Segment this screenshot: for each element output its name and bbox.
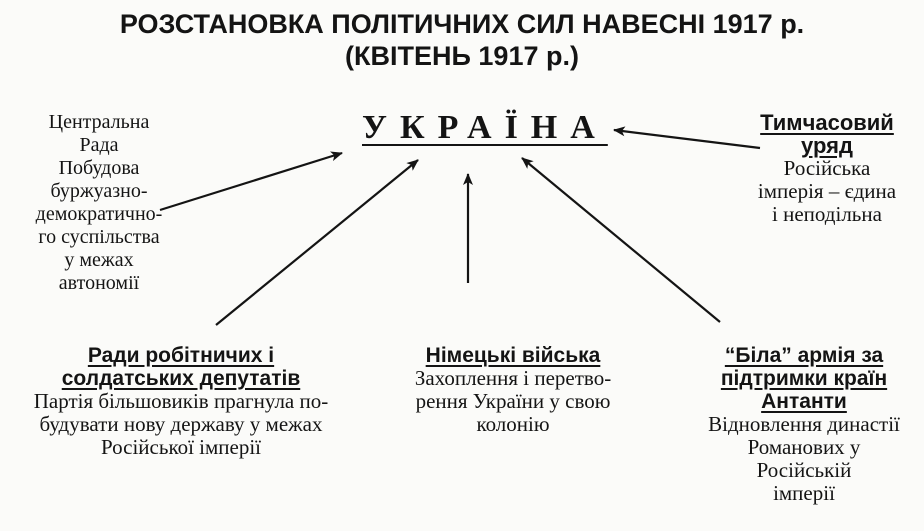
white-heading-line: “Біла” армія за xyxy=(724,344,884,367)
center-node-ukraine: УКРАЇНА xyxy=(362,109,608,146)
arrow-rada-to-ukraine xyxy=(159,151,343,212)
node-central-rada: Центральна Рада Побудова буржуазно- демо… xyxy=(8,111,190,295)
soviets-heading-line: солдатських депутатів xyxy=(61,367,301,390)
german-line: Захоплення і перетво- xyxy=(414,366,612,390)
rada-line: демократично- xyxy=(35,203,163,225)
diagram-title-line2: (КВІТЕНЬ 1917 р.) xyxy=(345,41,579,71)
uryad-line: і неподільна xyxy=(772,202,882,226)
white-heading-line: підтримки країн xyxy=(720,367,888,390)
rada-line: Побудова xyxy=(58,157,140,179)
node-soviets: Ради робітничих і солдатських депутатів … xyxy=(4,344,358,459)
german-heading-line: Німецькі війська xyxy=(425,344,601,367)
rada-line: автономії xyxy=(58,272,140,294)
node-white-army: “Біла” армія за підтримки країн Антанти … xyxy=(688,344,920,505)
diagram-title-line1: РОЗСТАНОВКА ПОЛІТИЧНИХ СИЛ НАВЕСНІ 1917 … xyxy=(119,9,805,39)
uryad-heading-line: Тимчасовий xyxy=(760,110,894,135)
rada-line: го суспільства xyxy=(38,226,160,248)
arrow-uryad-to-ukraine xyxy=(613,126,761,150)
white-heading-line: Антанти xyxy=(761,390,847,413)
soviets-line: Партія більшовиків прагнула по- xyxy=(33,389,329,413)
soviets-heading-line: Ради робітничих і xyxy=(87,344,275,367)
rada-line: Центральна xyxy=(48,111,150,133)
node-german-troops: Німецькі війська Захоплення і перетво- р… xyxy=(390,344,636,436)
rada-line: у межах xyxy=(64,249,134,271)
white-line: Романових у xyxy=(747,435,861,459)
white-heading: “Біла” армія за підтримки країн Антанти xyxy=(688,344,920,413)
uryad-line: Російська xyxy=(783,156,871,180)
soviets-heading: Ради робітничих і солдатських депутатів xyxy=(4,344,358,390)
uryad-line: імперія – єдина xyxy=(757,179,897,203)
white-line: Відновлення династії xyxy=(708,412,900,436)
german-heading: Німецькі війська xyxy=(390,344,636,367)
arrow-soviets-to-ukraine xyxy=(215,159,419,326)
uryad-heading: Тимчасовий уряд xyxy=(733,111,921,157)
rada-line: Рада xyxy=(79,134,119,156)
white-line: імперії xyxy=(773,481,835,505)
node-provisional-government: Тимчасовий уряд Російська імперія – єдин… xyxy=(733,111,921,226)
soviets-line: Російської імперії xyxy=(100,435,262,459)
arrow-white-to-ukraine xyxy=(521,157,721,323)
soviets-line: будувати нову державу у межах xyxy=(39,412,323,436)
uryad-heading-line: уряд xyxy=(801,133,853,158)
german-line: колонію xyxy=(476,412,550,436)
white-line: Російській xyxy=(756,458,852,482)
rada-line: буржуазно- xyxy=(50,180,148,202)
german-line: рення України у свою xyxy=(415,389,611,413)
